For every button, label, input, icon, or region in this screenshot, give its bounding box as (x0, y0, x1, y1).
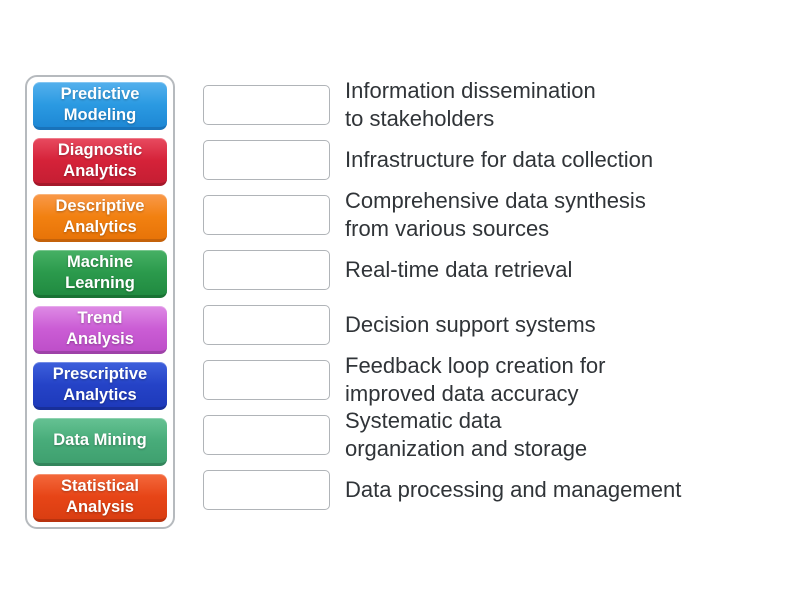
match-description-5: Decision support systems (345, 311, 596, 337)
answer-slot-5[interactable] (203, 304, 330, 345)
tile-trend-analysis[interactable]: Trend Analysis (33, 306, 167, 354)
match-description-3: Comprehensive data synthesis from variou… (345, 187, 646, 241)
match-description-2: Infrastructure for data collection (345, 146, 654, 172)
match-row: Systematic data organization and storage (203, 407, 681, 462)
answer-slot-6[interactable] (203, 359, 330, 400)
match-row: Data processing and management (203, 462, 681, 517)
tile-statistical-analysis[interactable]: Statistical Analysis (33, 474, 167, 522)
answer-slot-8[interactable] (203, 469, 330, 510)
tile-panel: Predictive Modeling Diagnostic Analytics… (25, 75, 175, 529)
tile-descriptive-analytics[interactable]: Descriptive Analytics (33, 194, 167, 242)
tile-machine-learning[interactable]: Machine Learning (33, 250, 167, 298)
answer-slot-4[interactable] (203, 249, 330, 290)
match-row: Decision support systems (203, 297, 681, 352)
match-description-1: Information dissemination to stakeholder… (345, 77, 596, 131)
match-row: Infrastructure for data collection (203, 132, 681, 187)
match-row: Information dissemination to stakeholder… (203, 77, 681, 132)
match-column: Information dissemination to stakeholder… (203, 77, 681, 517)
match-description-8: Data processing and management (345, 476, 682, 502)
match-description-6: Feedback loop creation for improved data… (345, 352, 606, 406)
answer-slot-1[interactable] (203, 84, 330, 125)
tile-data-mining[interactable]: Data Mining (33, 418, 167, 466)
answer-slot-7[interactable] (203, 414, 330, 455)
match-row: Feedback loop creation for improved data… (203, 352, 681, 407)
match-row: Real-time data retrieval (203, 242, 681, 297)
match-description-4: Real-time data retrieval (345, 256, 573, 282)
answer-slot-3[interactable] (203, 194, 330, 235)
answer-slot-2[interactable] (203, 139, 330, 180)
tile-diagnostic-analytics[interactable]: Diagnostic Analytics (33, 138, 167, 186)
tile-predictive-modeling[interactable]: Predictive Modeling (33, 82, 167, 130)
match-row: Comprehensive data synthesis from variou… (203, 187, 681, 242)
tile-prescriptive-analytics[interactable]: Prescriptive Analytics (33, 362, 167, 410)
match-description-7: Systematic data organization and storage (345, 407, 588, 461)
